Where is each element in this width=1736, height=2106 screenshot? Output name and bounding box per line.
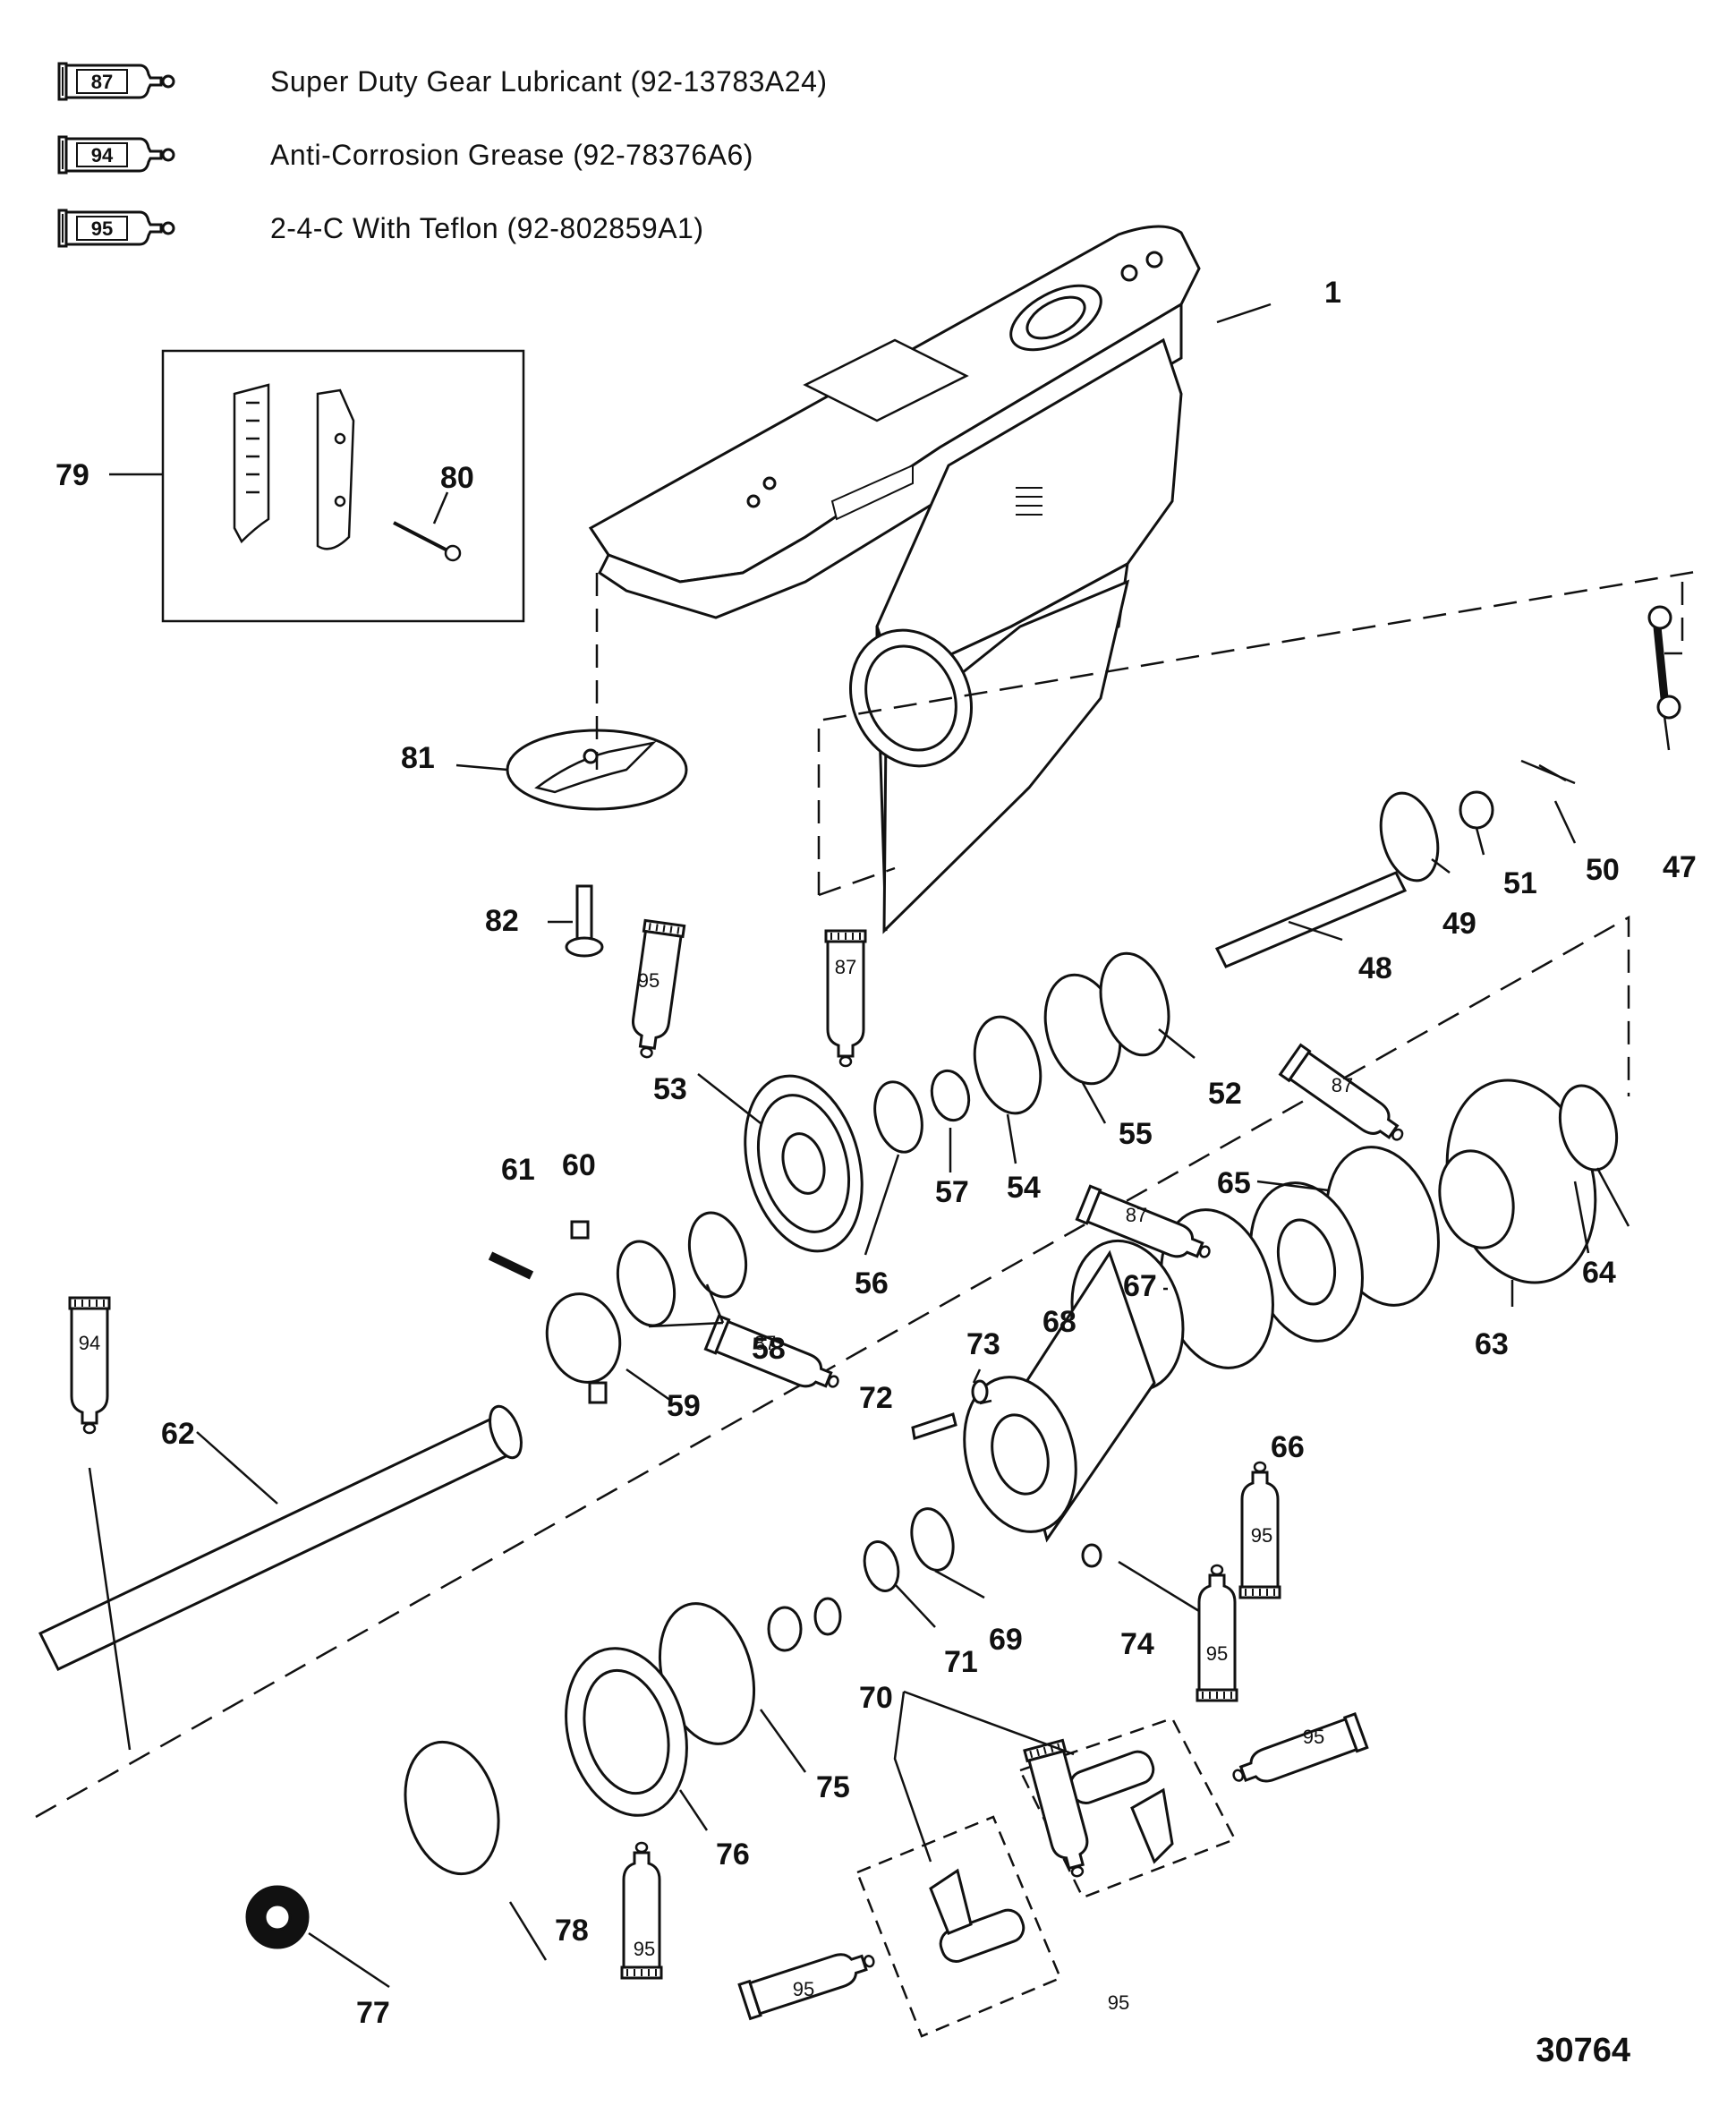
callout-81: 81 xyxy=(401,741,435,775)
shift-linkage xyxy=(1214,605,1681,968)
callout-79: 79 xyxy=(55,458,89,492)
lubricant-tube-icon: 87 xyxy=(57,62,175,101)
lubricant-tube-icon: 95 xyxy=(1023,1738,1129,2014)
callout-68: 68 xyxy=(1042,1305,1076,1339)
callout-55: 55 xyxy=(1119,1117,1153,1151)
svg-text:87: 87 xyxy=(835,956,856,978)
callout-69: 69 xyxy=(989,1623,1023,1657)
callout-75: 75 xyxy=(816,1770,850,1804)
callout-47: 47 xyxy=(1663,850,1697,884)
legend-label: Super Duty Gear Lubricant (92-13783A24) xyxy=(270,64,828,98)
bearing-set xyxy=(873,951,1170,1154)
callout-76: 76 xyxy=(716,1837,750,1872)
callout-54: 54 xyxy=(1007,1171,1041,1205)
lubricant-tube-icon: 95 xyxy=(1238,1461,1281,1599)
callout-61: 61 xyxy=(501,1153,535,1187)
callout-labels: 1 47 48 49 50 51 52 53 54 55 56 57 58 59… xyxy=(55,276,1697,2030)
lubricant-tube-icon: 95 xyxy=(625,918,686,1062)
callout-48: 48 xyxy=(1358,951,1392,985)
legend-code: 95 xyxy=(91,217,113,240)
callout-53: 53 xyxy=(653,1072,687,1106)
callout-60: 60 xyxy=(562,1148,596,1182)
callout-67: 67 xyxy=(1123,1269,1157,1303)
anode-kit-box xyxy=(161,349,525,623)
callout-70: 70 xyxy=(859,1681,893,1715)
callout-74: 74 xyxy=(1120,1627,1154,1661)
callout-63: 63 xyxy=(1475,1327,1509,1361)
svg-text:95: 95 xyxy=(1206,1642,1228,1665)
document-number: 30764 xyxy=(1536,2032,1630,2069)
lubricant-tube-icon: 87 xyxy=(824,929,867,1068)
gear-housing xyxy=(588,225,1201,934)
svg-text:95: 95 xyxy=(634,1938,655,1960)
lubricant-tube-icon: 94 xyxy=(57,135,175,175)
callout-56: 56 xyxy=(855,1266,889,1300)
lubricant-tube-icon: 95 xyxy=(1196,1564,1238,1702)
svg-text:95: 95 xyxy=(793,1978,814,2000)
small-parts xyxy=(245,1379,1102,1949)
callout-62: 62 xyxy=(161,1417,195,1451)
legend-label: 2-4-C With Teflon (92-802859A1) xyxy=(270,211,704,244)
callout-72: 72 xyxy=(859,1381,893,1415)
lubricant-tube-icon: 95 xyxy=(57,209,175,248)
callout-51: 51 xyxy=(1503,866,1537,900)
forward-gear xyxy=(744,1074,864,1253)
lubricant-tube-icon: 95 xyxy=(1226,1712,1369,1795)
svg-text:87: 87 xyxy=(1332,1074,1353,1096)
lubricant-tube-icon: 94 xyxy=(68,1296,111,1435)
lubricant-tube-icon: 87 xyxy=(1075,1184,1217,1272)
legend-code: 87 xyxy=(91,71,113,93)
svg-text:87: 87 xyxy=(754,1332,776,1354)
lubricant-legend: 87 Super Duty Gear Lubricant (92-13783A2… xyxy=(54,45,828,265)
clutch-assembly xyxy=(488,1211,748,1404)
detail-insets xyxy=(855,1717,1237,2038)
legend-item-87: 87 Super Duty Gear Lubricant (92-13783A2… xyxy=(54,45,828,118)
callout-50: 50 xyxy=(1586,853,1620,887)
callout-78: 78 xyxy=(555,1914,589,1948)
svg-text:95: 95 xyxy=(1108,1991,1129,2014)
svg-text:95: 95 xyxy=(638,969,660,992)
lubricant-tube-icon: 95 xyxy=(620,1841,663,1980)
callout-57: 57 xyxy=(935,1175,969,1209)
reverse-gear xyxy=(1438,1079,1619,1284)
legend-item-94: 94 Anti-Corrosion Grease (92-78376A6) xyxy=(54,118,828,192)
alignment-dashes xyxy=(35,569,1701,1819)
leader-lines xyxy=(88,303,1671,1989)
callout-82: 82 xyxy=(485,904,519,938)
legend-item-95: 95 2-4-C With Teflon (92-802859A1) xyxy=(54,192,828,265)
legend-code: 94 xyxy=(91,144,114,166)
callout-58: 58 xyxy=(752,1332,786,1366)
callout-59: 59 xyxy=(667,1389,701,1423)
svg-text:95: 95 xyxy=(1303,1726,1324,1748)
bearing-carrier-parts xyxy=(1160,1146,1440,1369)
propeller-shaft xyxy=(38,1404,523,1671)
legend-label: Anti-Corrosion Grease (92-78376A6) xyxy=(270,138,753,171)
lubricant-tube-icon: 95 xyxy=(737,1941,881,2020)
callout-77: 77 xyxy=(356,1996,390,2030)
callout-71: 71 xyxy=(944,1645,978,1679)
callout-66: 66 xyxy=(1271,1430,1305,1464)
callout-64: 64 xyxy=(1582,1256,1616,1290)
callout-73: 73 xyxy=(966,1327,1000,1361)
callout-80: 80 xyxy=(440,461,474,495)
callout-49: 49 xyxy=(1442,907,1476,941)
lubricant-tube-icon: 87 xyxy=(703,1314,846,1402)
svg-text:87: 87 xyxy=(1126,1204,1147,1226)
bearing-carrier xyxy=(963,1239,1185,1543)
callout-1: 1 xyxy=(1324,276,1341,310)
callout-65: 65 xyxy=(1217,1166,1251,1200)
lubricant-tube-icon: 87 xyxy=(1279,1044,1413,1154)
detail-parts xyxy=(929,1750,1174,1963)
callout-52: 52 xyxy=(1208,1077,1242,1111)
svg-text:94: 94 xyxy=(79,1332,100,1354)
svg-text:95: 95 xyxy=(1251,1524,1272,1547)
